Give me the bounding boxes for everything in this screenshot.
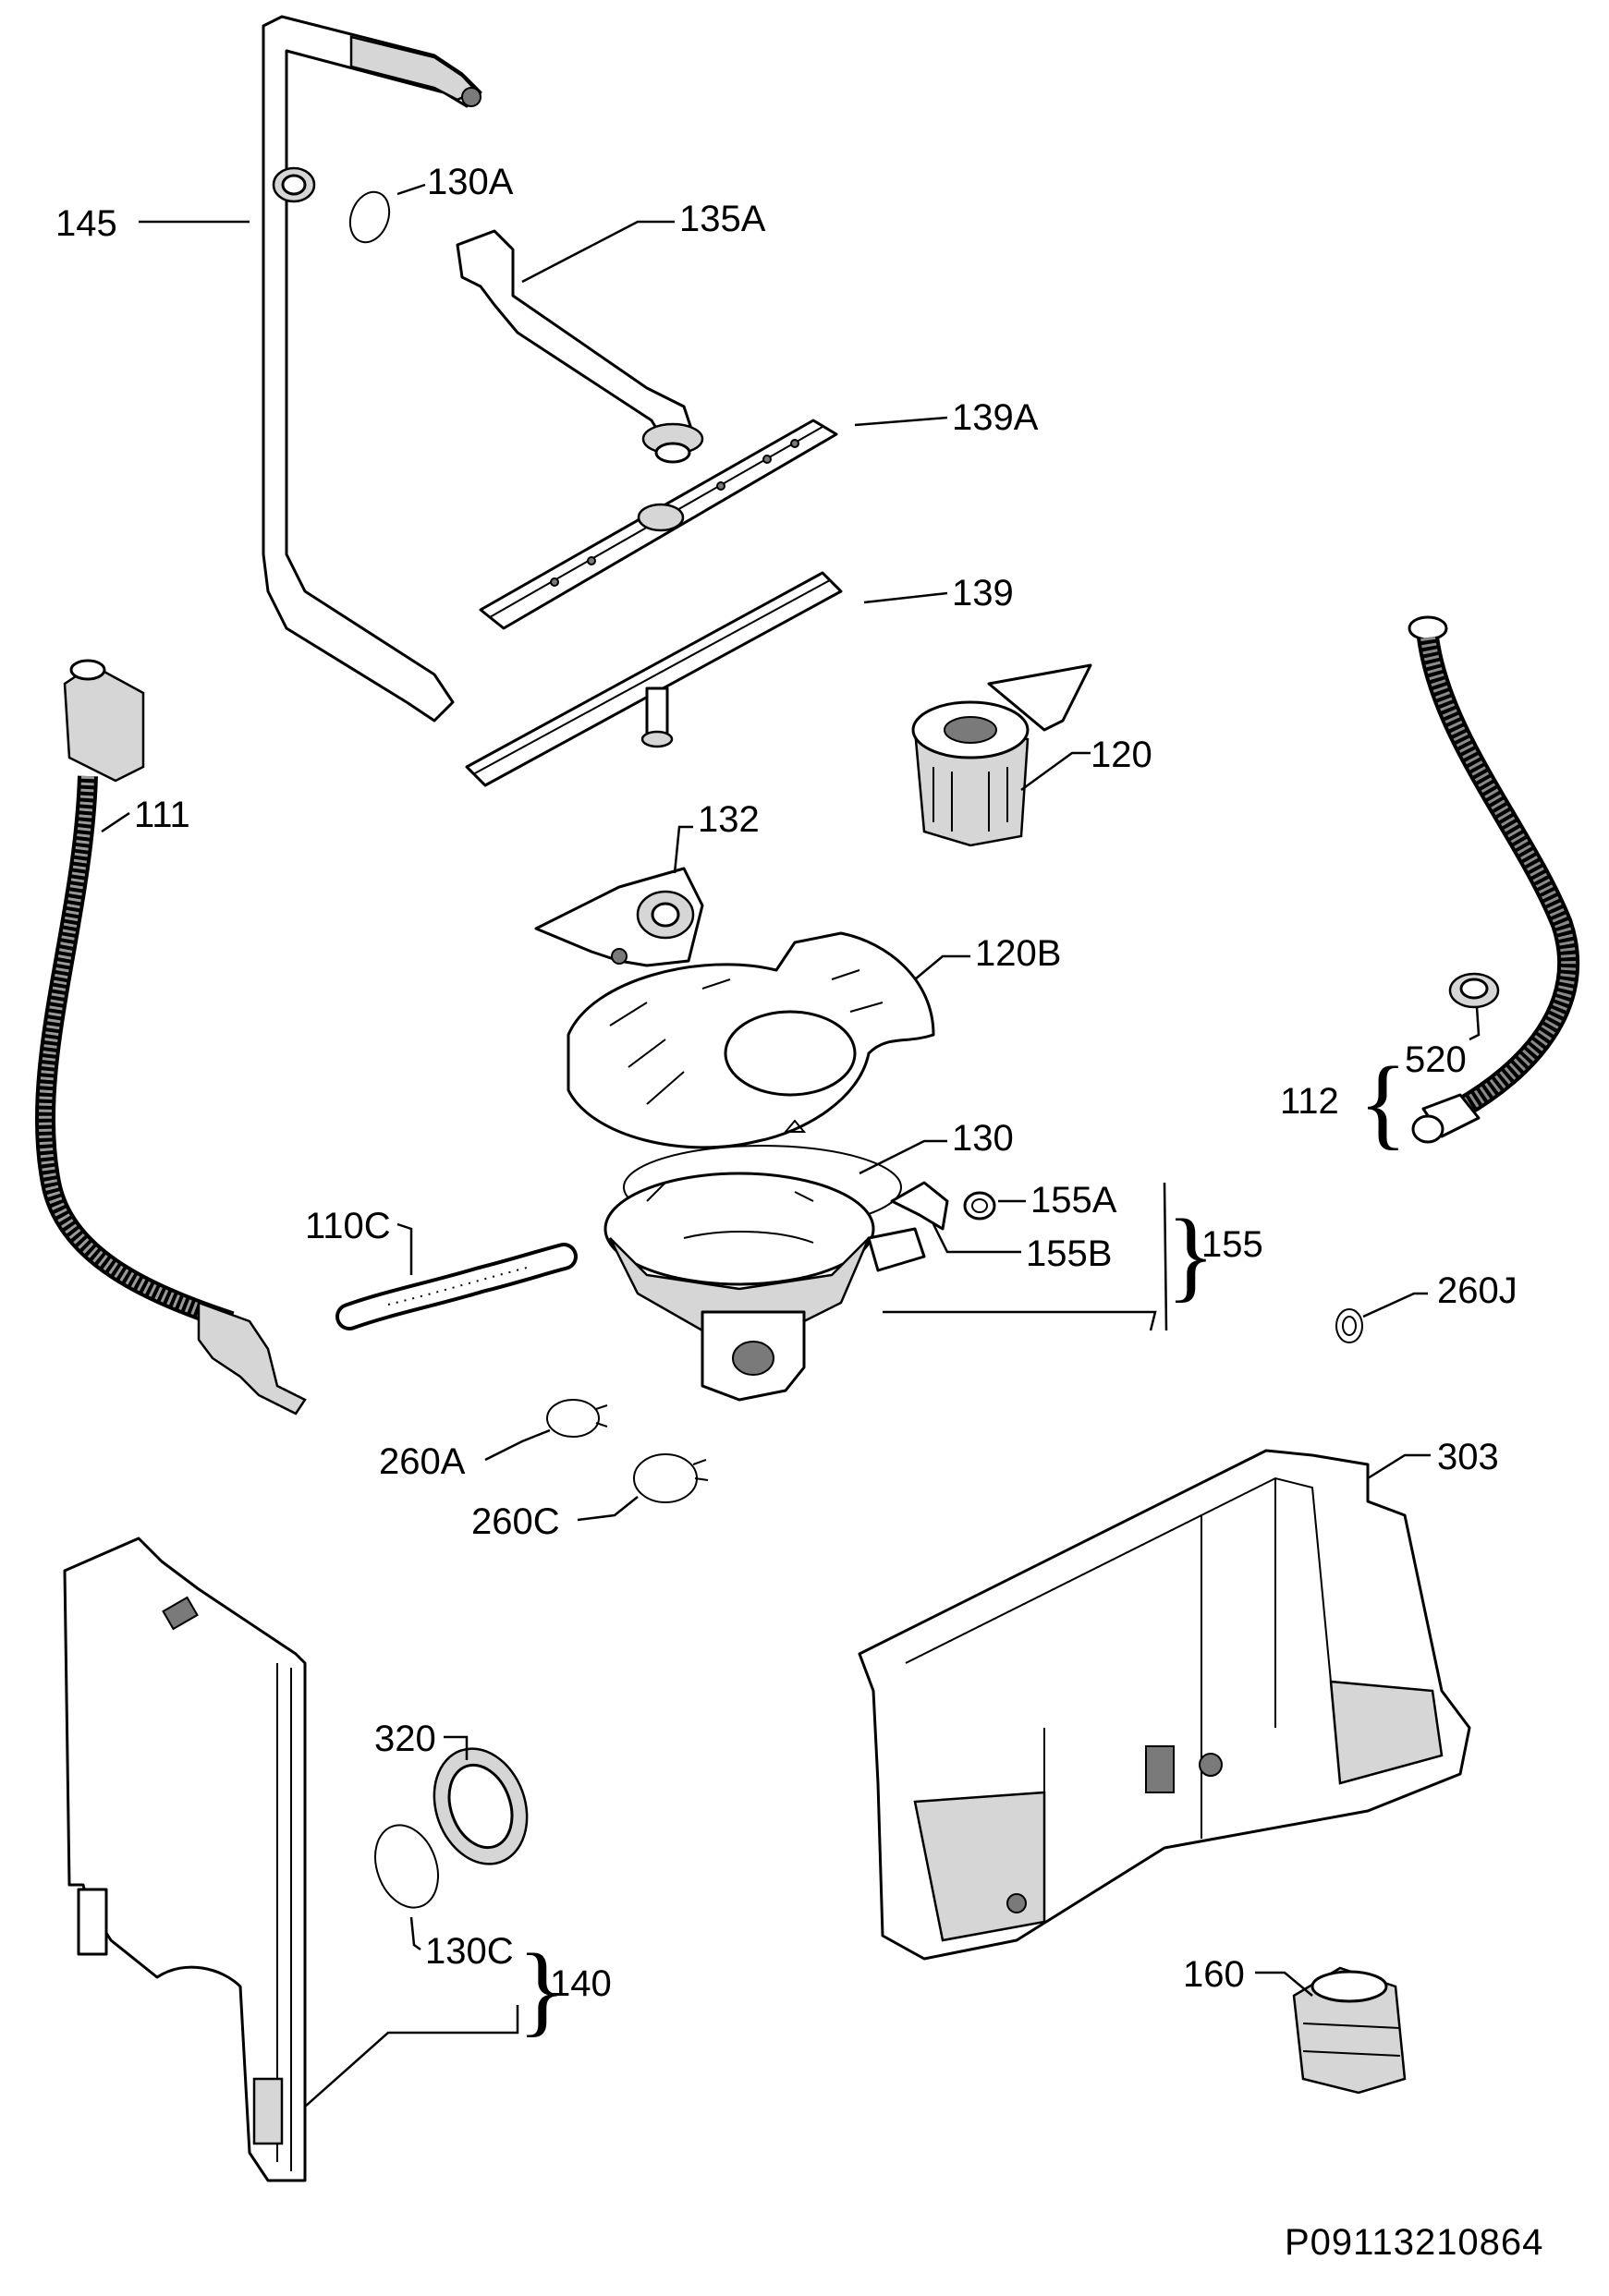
- label-139: 139: [952, 573, 1014, 613]
- leader-132: [673, 825, 693, 874]
- part-132-bracket: [534, 867, 704, 967]
- leader-160: [1255, 1971, 1313, 1997]
- leader-260a: [484, 1428, 551, 1462]
- part-110c-hose: [335, 1243, 578, 1330]
- part-120-filter: [911, 663, 1092, 847]
- label-520: 520: [1405, 1039, 1467, 1080]
- part-139-lower-spray-arm: [465, 571, 843, 787]
- label-135a: 135A: [679, 199, 766, 239]
- label-110c: 110C: [305, 1206, 391, 1246]
- part-130c-ring: [374, 1824, 439, 1909]
- brace-112: {: [1359, 1046, 1408, 1159]
- part-260a-clamp: [546, 1399, 608, 1438]
- part-139a-upper-spray-arm: [479, 419, 838, 630]
- leader-303: [1367, 1453, 1431, 1480]
- part-135a-supply-pipe: [456, 229, 704, 464]
- label-303: 303: [1437, 1437, 1499, 1477]
- leader-260c: [577, 1496, 639, 1522]
- leader-111: [101, 811, 130, 833]
- leader-120: [1020, 751, 1091, 792]
- brace-140: }: [518, 1933, 567, 2046]
- part-160-pump: [1292, 1966, 1407, 2095]
- leader-320: [444, 1735, 469, 1760]
- label-139a: 139A: [952, 397, 1039, 438]
- part-320-ring: [433, 1747, 529, 1865]
- leader-139: [863, 591, 948, 604]
- leader-260j: [1362, 1292, 1428, 1318]
- label-155a: 155A: [1030, 1180, 1117, 1221]
- label-260j: 260J: [1437, 1270, 1518, 1311]
- label-260c: 260C: [471, 1501, 560, 1542]
- part-260c-clamp: [633, 1453, 709, 1503]
- label-155b: 155B: [1026, 1233, 1112, 1274]
- label-120: 120: [1091, 735, 1152, 775]
- leader-135a: [521, 220, 675, 284]
- label-112: 112: [1280, 1081, 1339, 1122]
- part-labels: 145 130A 135A 139A 139 111 120 132 120B …: [55, 162, 1543, 2263]
- part-111-inlet-hose: [34, 659, 307, 1415]
- label-140: 140: [550, 1963, 612, 2004]
- part-155-sump: [603, 1172, 926, 1402]
- leader-155b: [932, 1223, 1021, 1254]
- leader-520: [1469, 1006, 1481, 1041]
- label-111: 111: [134, 795, 190, 835]
- part-260j-clip: [1335, 1308, 1363, 1343]
- leader-120b: [914, 954, 970, 980]
- label-160: 160: [1183, 1954, 1245, 1995]
- part-112-drain-hose: [1408, 615, 1580, 1144]
- leader-110c: [396, 1222, 413, 1275]
- part-155a-155b-fittings: [890, 1181, 996, 1231]
- leader-lines: [101, 183, 1481, 2108]
- label-130a: 130A: [427, 162, 514, 202]
- label-120b: 120B: [975, 933, 1061, 974]
- leader-130c: [409, 1916, 421, 1951]
- part-140-side-panel: [63, 1537, 307, 2182]
- leader-130: [859, 1139, 947, 1175]
- part-303-base-tray: [858, 1449, 1471, 1961]
- label-145: 145: [55, 203, 117, 244]
- part-120b-filter-plate: [567, 931, 935, 1149]
- leader-130a: [396, 183, 426, 196]
- leader-155-lower: [883, 1310, 1157, 1331]
- part-145-spray-pipe: [262, 15, 482, 723]
- label-132: 132: [698, 799, 760, 840]
- leader-140: [304, 2005, 519, 2108]
- label-155: 155: [1201, 1224, 1263, 1265]
- label-260a: 260A: [379, 1441, 466, 1482]
- label-130: 130: [952, 1118, 1014, 1159]
- part-520-valve: [1448, 972, 1500, 1009]
- label-130c: 130C: [425, 1931, 514, 1972]
- document-id: P09113210864: [1285, 2222, 1543, 2263]
- part-130a-o-ring: [348, 190, 391, 244]
- brace-155-stroke: [1163, 1182, 1168, 1331]
- leader-139a: [854, 416, 948, 427]
- label-320: 320: [374, 1719, 436, 1759]
- brace-155: }: [1166, 1198, 1215, 1311]
